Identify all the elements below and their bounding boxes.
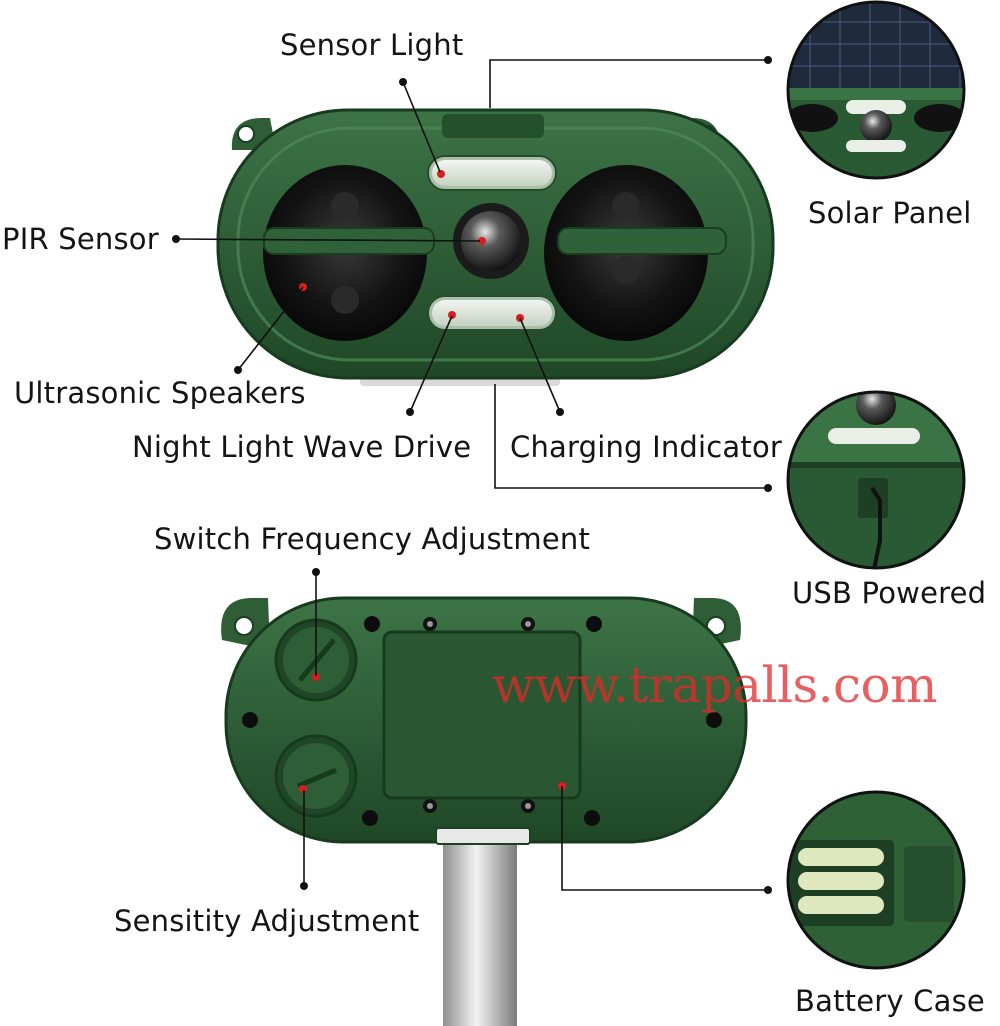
label-sensitivity-adjustment: Sensitity Adjustment (114, 904, 420, 938)
watermark-text: www.trapalls.com (492, 656, 938, 714)
label-switch-frequency-adjustment: Switch Frequency Adjustment (154, 522, 591, 556)
label-charging-indicator: Charging Indicator (510, 430, 783, 464)
front-device (216, 108, 775, 386)
usb-powered-inset (786, 390, 966, 570)
leader-lines (175, 59, 768, 891)
label-sensor-light: Sensor Light (280, 28, 464, 62)
label-usb-powered: USB Powered (792, 576, 987, 610)
label-ultrasonic-speakers: Ultrasonic Speakers (14, 376, 306, 410)
solar-panel-inset (786, 0, 966, 180)
label-pir-sensor: PIR Sensor (2, 222, 159, 256)
back-device (221, 596, 748, 1026)
leader-dots (172, 56, 772, 894)
label-night-light-wave-drive: Night Light Wave Drive (132, 430, 472, 464)
label-battery-case: Battery Case (795, 984, 985, 1018)
label-solar-panel: Solar Panel (808, 196, 972, 230)
battery-case-inset (786, 790, 966, 970)
